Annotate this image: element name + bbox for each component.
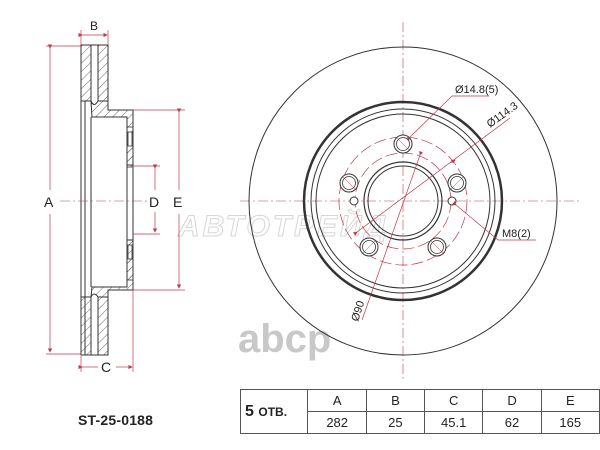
label-e: E bbox=[173, 194, 182, 210]
value-b: 25 bbox=[365, 411, 425, 434]
label-center-bore: Ø90 bbox=[349, 299, 367, 322]
label-d: D bbox=[149, 194, 159, 210]
side-section-view bbox=[60, 44, 150, 356]
dimension-c bbox=[78, 290, 134, 372]
label-b: B bbox=[90, 19, 98, 33]
spec-header-row: 5 ОТВ. A B C D E bbox=[239, 389, 600, 434]
callout-pcd bbox=[352, 117, 511, 236]
front-view bbox=[240, 22, 582, 380]
label-pcd: Ø114.3 bbox=[485, 100, 521, 130]
spec-table: 5 ОТВ. A B C D E 282 25 45.1 62 165 bbox=[239, 389, 600, 434]
dimension-d bbox=[133, 164, 160, 235]
spec-value-row: 282 25 45.1 62 165 bbox=[241, 411, 600, 434]
svg-text:АВТОТРЕЙД: АВТОТРЕЙД bbox=[177, 208, 389, 243]
header-a: A bbox=[307, 389, 367, 412]
value-e: 165 bbox=[540, 411, 600, 434]
dimension-b bbox=[78, 30, 109, 45]
holes-cell: 5 ОТВ. bbox=[239, 389, 309, 434]
callout-bolt-hole bbox=[406, 95, 489, 141]
value-d: 62 bbox=[482, 411, 542, 434]
holes-count: 5 bbox=[245, 402, 254, 420]
bolt-holes bbox=[339, 134, 467, 257]
label-c: C bbox=[101, 359, 111, 375]
header-c: C bbox=[423, 389, 484, 412]
label-bolt-hole: Ø14.8(5) bbox=[455, 84, 498, 96]
label-thread: M8(2) bbox=[502, 228, 531, 240]
callout-thread bbox=[451, 201, 536, 241]
label-a: A bbox=[44, 194, 54, 210]
dimension-a bbox=[46, 44, 81, 355]
svg-text:abcp: abcp bbox=[238, 317, 331, 361]
header-e: E bbox=[540, 389, 600, 412]
header-b: B bbox=[365, 389, 425, 412]
part-number: ST-25-0188 bbox=[78, 412, 154, 428]
watermark-avtotreid: АВТОТРЕЙД bbox=[177, 208, 389, 244]
value-c: 45.1 bbox=[423, 411, 484, 434]
dimension-e bbox=[133, 108, 185, 291]
header-d: D bbox=[482, 389, 542, 412]
watermark-abcp: abcp bbox=[238, 317, 331, 361]
holes-label: ОТВ. bbox=[258, 404, 288, 419]
value-a: 282 bbox=[307, 411, 367, 434]
callout-center-bore bbox=[361, 151, 424, 321]
